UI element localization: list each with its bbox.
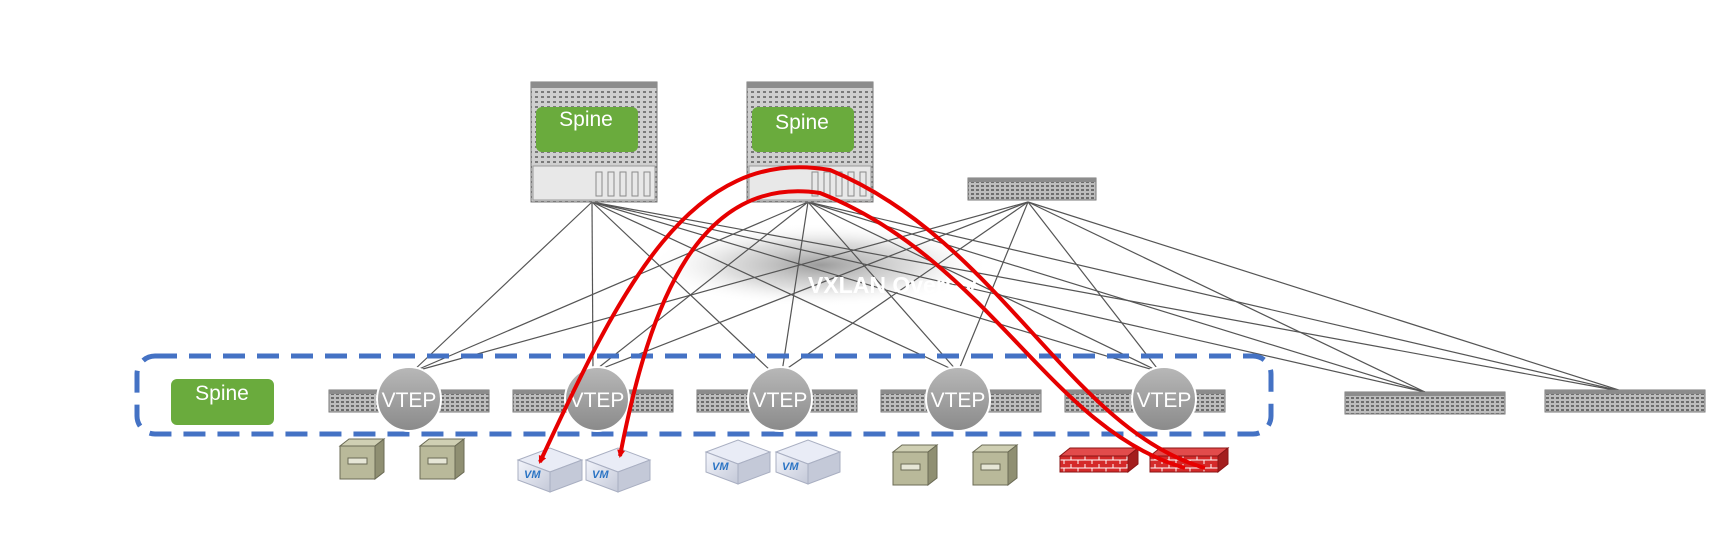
vm-2-label: VM	[592, 469, 609, 481]
vtep-5: VTEP	[1131, 366, 1197, 432]
vtep-5-label: VTEP	[1137, 389, 1192, 412]
spine-2-badge	[752, 107, 854, 152]
vm-icon-3: VM	[704, 439, 772, 485]
firewall-icon-1	[1058, 446, 1140, 474]
vm-3-label: VM	[712, 461, 729, 473]
traffic-arrow-inner	[617, 189, 1186, 470]
spine-switch-1: Spine	[530, 81, 658, 203]
vtep-3-label: VTEP	[753, 389, 808, 412]
server-icon-4	[971, 443, 1019, 487]
server-icon-1	[338, 437, 386, 481]
spine-1-badge	[536, 107, 638, 152]
leaf-switch-7	[1544, 389, 1706, 413]
vtep-nodes: VTEP VTEP VTEP VTEP VTEP	[376, 366, 1197, 432]
vtep-3: VTEP	[747, 366, 813, 432]
leaf-switches	[328, 389, 1706, 415]
overlay-cloud	[650, 223, 990, 307]
server-icon-2	[418, 437, 466, 481]
server-icon-3	[891, 443, 939, 487]
spine-switch-3	[967, 177, 1097, 201]
vm-icon-1: VM	[516, 447, 584, 493]
vtep-4-label: VTEP	[931, 389, 986, 412]
spine-2-label: Spine	[775, 111, 829, 134]
vm-icon-2: VM	[584, 447, 652, 493]
spine-badge-left-label: Spine	[195, 382, 249, 405]
leaf-group-border	[134, 353, 1274, 437]
vtep-1: VTEP	[376, 366, 442, 432]
vtep-2: VTEP	[564, 366, 630, 432]
endpoints: VM VM VM VM	[338, 437, 1230, 493]
spine-1-label: Spine	[559, 108, 613, 131]
spine-badge-left	[171, 379, 274, 425]
vm-1-label: VM	[524, 469, 541, 481]
fabric-links	[411, 201, 1626, 393]
traffic-flows	[538, 165, 1206, 470]
vtep-4: VTEP	[925, 366, 991, 432]
vm-icon-4: VM	[774, 439, 842, 485]
leaf-switch-6	[1344, 391, 1506, 415]
traffic-arrow-outer	[538, 165, 1206, 470]
vm-4-label: VM	[782, 461, 799, 473]
vtep-1-label: VTEP	[382, 389, 437, 412]
spine-switch-2: Spine	[746, 81, 874, 203]
vtep-2-label: VTEP	[570, 389, 625, 412]
